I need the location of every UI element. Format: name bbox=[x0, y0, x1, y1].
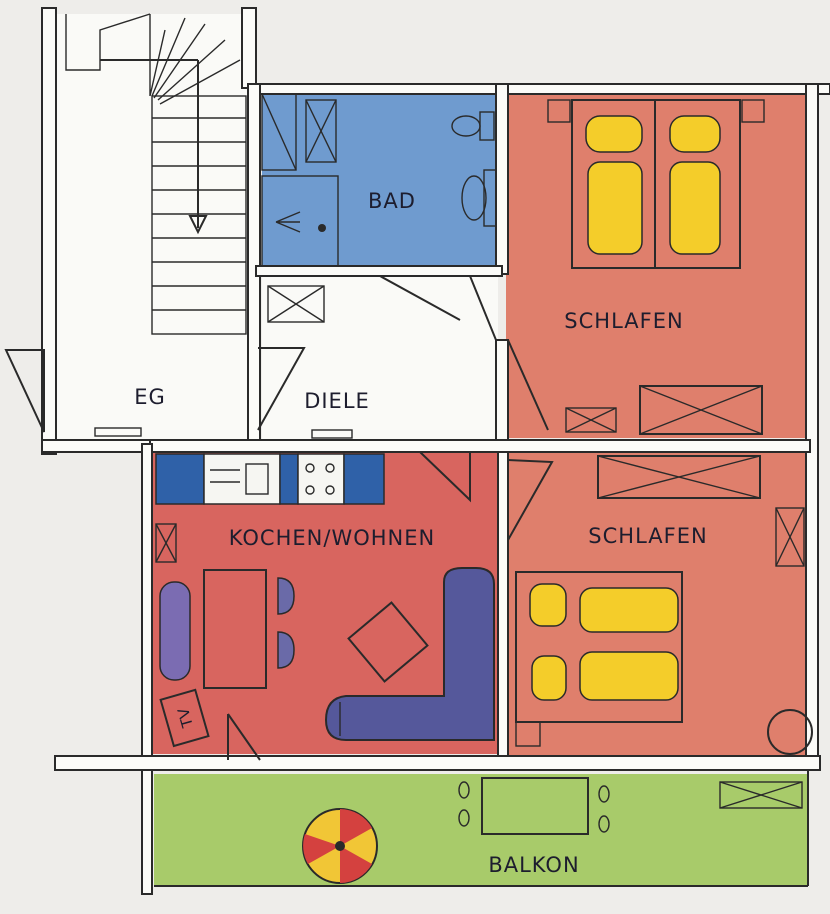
bedroom-1-furniture bbox=[507, 99, 765, 435]
room-label-kochen-wohnen: KOCHEN/WOHNEN bbox=[229, 526, 435, 550]
staircase bbox=[65, 13, 247, 335]
room-label-diele: DIELE bbox=[304, 389, 370, 413]
hall-area bbox=[262, 276, 498, 440]
bathroom-area bbox=[262, 94, 497, 268]
balcony-umbrella bbox=[302, 808, 378, 884]
balcony-furniture bbox=[458, 777, 803, 835]
room-label-bad: BAD bbox=[368, 189, 416, 213]
room-label-eg: EG bbox=[134, 385, 166, 409]
room-label-balkon: BALKON bbox=[488, 853, 579, 877]
room-label-schlafen-2: SCHLAFEN bbox=[588, 524, 707, 548]
walls bbox=[41, 7, 830, 895]
tv-label: TV bbox=[174, 705, 197, 730]
room-label-schlafen-1: SCHLAFEN bbox=[564, 309, 683, 333]
living-furniture bbox=[155, 523, 495, 761]
tv-cabinet: TV bbox=[159, 688, 210, 748]
bedroom-1-area bbox=[506, 92, 808, 438]
bedroom-2-furniture bbox=[507, 455, 813, 755]
bathroom-fixtures bbox=[261, 93, 497, 267]
kitchen-counter bbox=[155, 453, 385, 505]
